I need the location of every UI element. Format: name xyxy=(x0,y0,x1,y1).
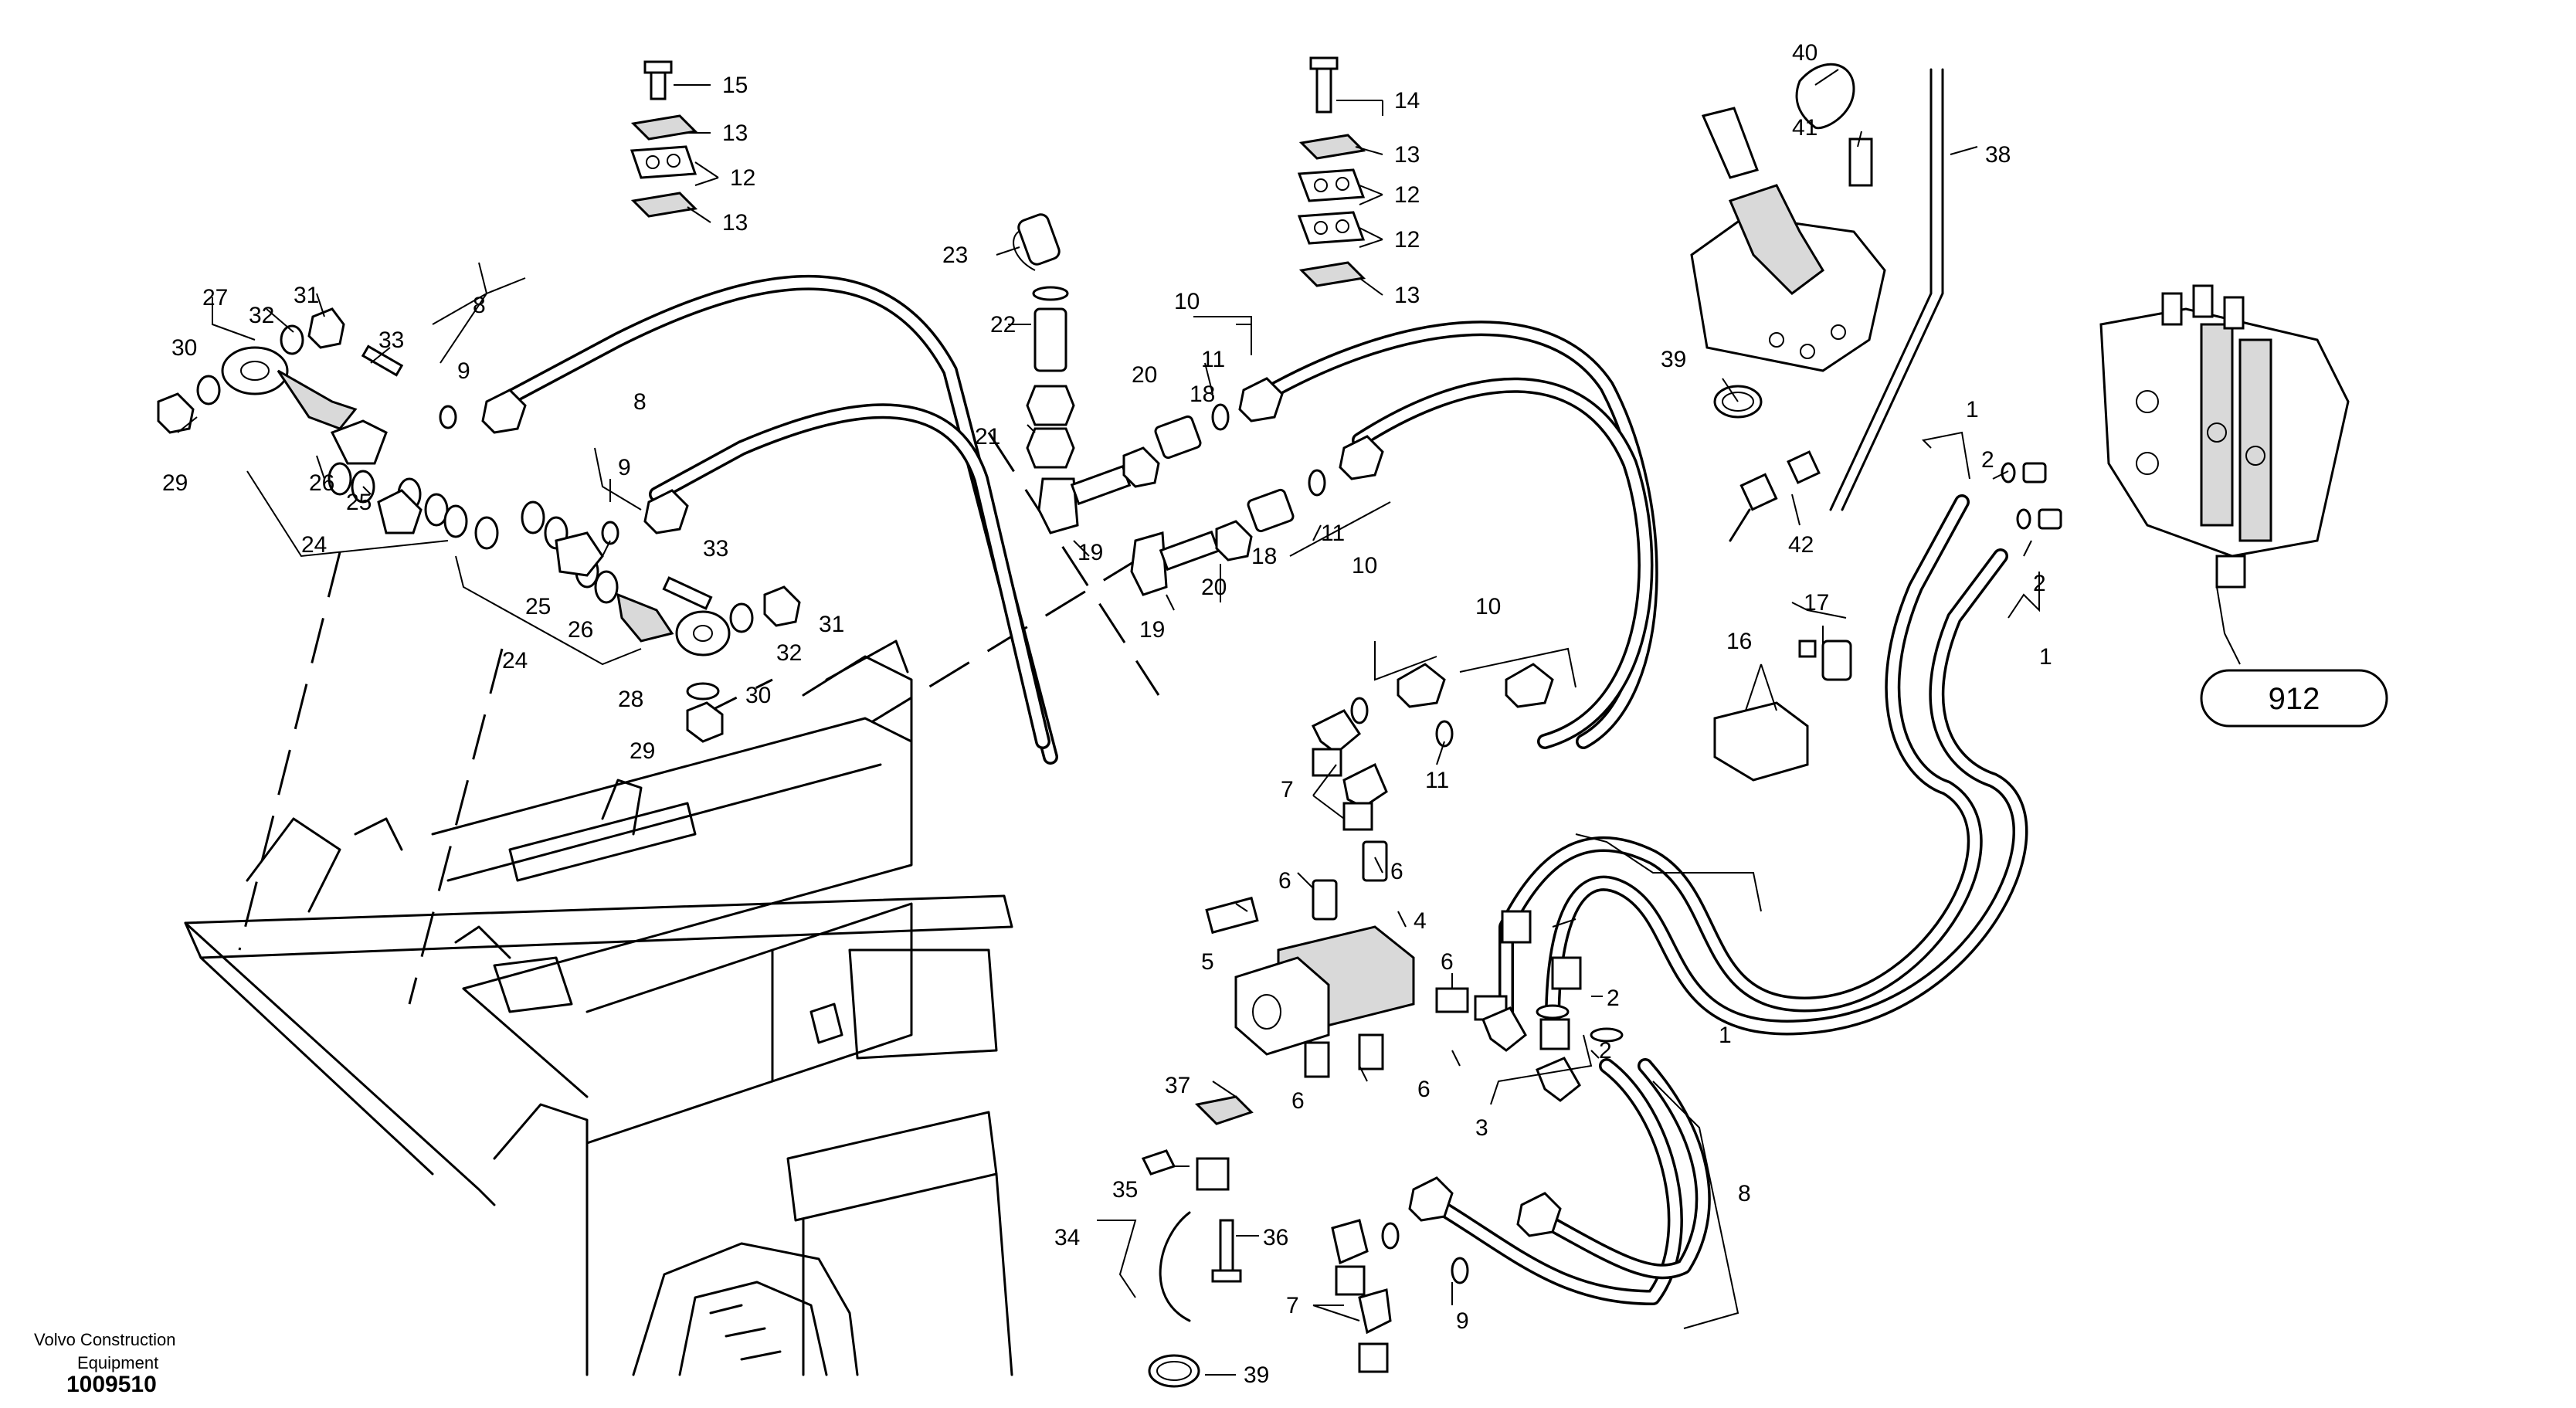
callout-11: 11 xyxy=(1201,347,1225,372)
hoses xyxy=(494,68,2028,1322)
callout-26: 26 xyxy=(309,470,334,496)
callout-10: 10 xyxy=(1475,594,1501,619)
callout-1: 1 xyxy=(1719,1023,1732,1048)
callout-12: 12 xyxy=(730,165,755,191)
callout-37: 37 xyxy=(1165,1073,1190,1098)
callout-40: 40 xyxy=(1792,40,1817,66)
callout-12: 12 xyxy=(1394,182,1420,208)
callout-13: 13 xyxy=(1394,142,1420,168)
callout-19: 19 xyxy=(1139,617,1165,643)
callout-17: 17 xyxy=(1804,590,1829,616)
callout-23: 23 xyxy=(942,243,968,268)
callout-16: 16 xyxy=(1726,629,1752,654)
callout-6: 6 xyxy=(1441,949,1454,975)
callout-14: 14 xyxy=(1394,88,1420,114)
callout-18: 18 xyxy=(1251,544,1277,569)
callout-12: 12 xyxy=(1394,227,1420,253)
callout-42: 42 xyxy=(1788,532,1814,558)
callout-31: 31 xyxy=(819,612,844,637)
callout-2: 2 xyxy=(1599,1038,1612,1064)
callout-labels: 15 13 12 13 14 13 12 12 13 40 41 38 39 4… xyxy=(162,40,2052,1388)
callout-1: 1 xyxy=(1966,397,1979,422)
callout-6: 6 xyxy=(1291,1088,1305,1114)
callout-24: 24 xyxy=(502,648,528,673)
callout-7: 7 xyxy=(1286,1293,1299,1318)
callout-32: 32 xyxy=(776,640,802,666)
callout-6: 6 xyxy=(1278,868,1291,894)
callout-25: 25 xyxy=(346,490,372,515)
callout-8: 8 xyxy=(473,293,486,318)
callout-33: 33 xyxy=(378,327,404,353)
callout-25: 25 xyxy=(525,594,551,619)
callout-2: 2 xyxy=(1981,447,1994,473)
callout-11: 11 xyxy=(1321,521,1345,546)
callout-32: 32 xyxy=(249,303,274,328)
callout-34: 34 xyxy=(1054,1225,1080,1250)
callout-2: 2 xyxy=(2033,571,2046,596)
callout-9: 9 xyxy=(457,358,470,384)
callout-36: 36 xyxy=(1263,1225,1288,1250)
callout-8: 8 xyxy=(1738,1181,1751,1206)
callout-9: 9 xyxy=(618,455,631,480)
callout-30: 30 xyxy=(171,335,197,361)
drawing-number: 1009510 xyxy=(66,1372,157,1397)
callout-41: 41 xyxy=(1792,115,1817,141)
callout-27: 27 xyxy=(202,285,228,310)
fittings xyxy=(157,56,2350,1388)
callout-28: 28 xyxy=(618,687,643,712)
callout-26: 26 xyxy=(568,617,593,643)
callout-20: 20 xyxy=(1132,362,1157,388)
callout-6: 6 xyxy=(1390,859,1403,884)
callout-1: 1 xyxy=(2039,644,2052,670)
callout-9: 9 xyxy=(1456,1308,1469,1334)
callout-24: 24 xyxy=(301,532,327,558)
reference-badge[interactable]: 912 xyxy=(2200,669,2388,728)
callout-30: 30 xyxy=(745,683,771,708)
callout-19: 19 xyxy=(1078,540,1103,565)
callout-11: 11 xyxy=(1425,768,1449,793)
callout-13: 13 xyxy=(722,120,748,146)
callout-33: 33 xyxy=(703,536,728,562)
callout-10: 10 xyxy=(1174,289,1200,314)
callout-4: 4 xyxy=(1414,908,1427,934)
callout-5: 5 xyxy=(1201,949,1214,975)
callout-7: 7 xyxy=(1281,777,1294,802)
callout-31: 31 xyxy=(294,283,319,308)
company-name-line2: Equipment xyxy=(77,1353,159,1372)
callout-2: 2 xyxy=(1607,986,1620,1011)
company-name: Volvo Construction xyxy=(34,1330,176,1349)
callout-15: 15 xyxy=(722,73,748,98)
callout-39: 39 xyxy=(1661,347,1686,372)
callout-20: 20 xyxy=(1201,575,1227,600)
loader-frame xyxy=(184,640,1013,1376)
callout-3: 3 xyxy=(1475,1115,1488,1141)
callout-21: 21 xyxy=(975,424,1000,450)
callout-22: 22 xyxy=(990,312,1016,338)
callout-39: 39 xyxy=(1244,1362,1269,1388)
callout-8: 8 xyxy=(633,389,647,415)
reference-badge-text: 912 xyxy=(2269,682,2320,716)
callout-29: 29 xyxy=(162,470,188,496)
callout-18: 18 xyxy=(1190,382,1215,407)
callout-10: 10 xyxy=(1352,553,1377,578)
leader-lines xyxy=(177,69,2241,1376)
callout-13: 13 xyxy=(1394,283,1420,308)
callout-6: 6 xyxy=(1417,1077,1431,1102)
callout-13: 13 xyxy=(722,210,748,236)
callout-38: 38 xyxy=(1985,142,2011,168)
callout-35: 35 xyxy=(1112,1177,1138,1203)
callout-29: 29 xyxy=(630,738,655,764)
